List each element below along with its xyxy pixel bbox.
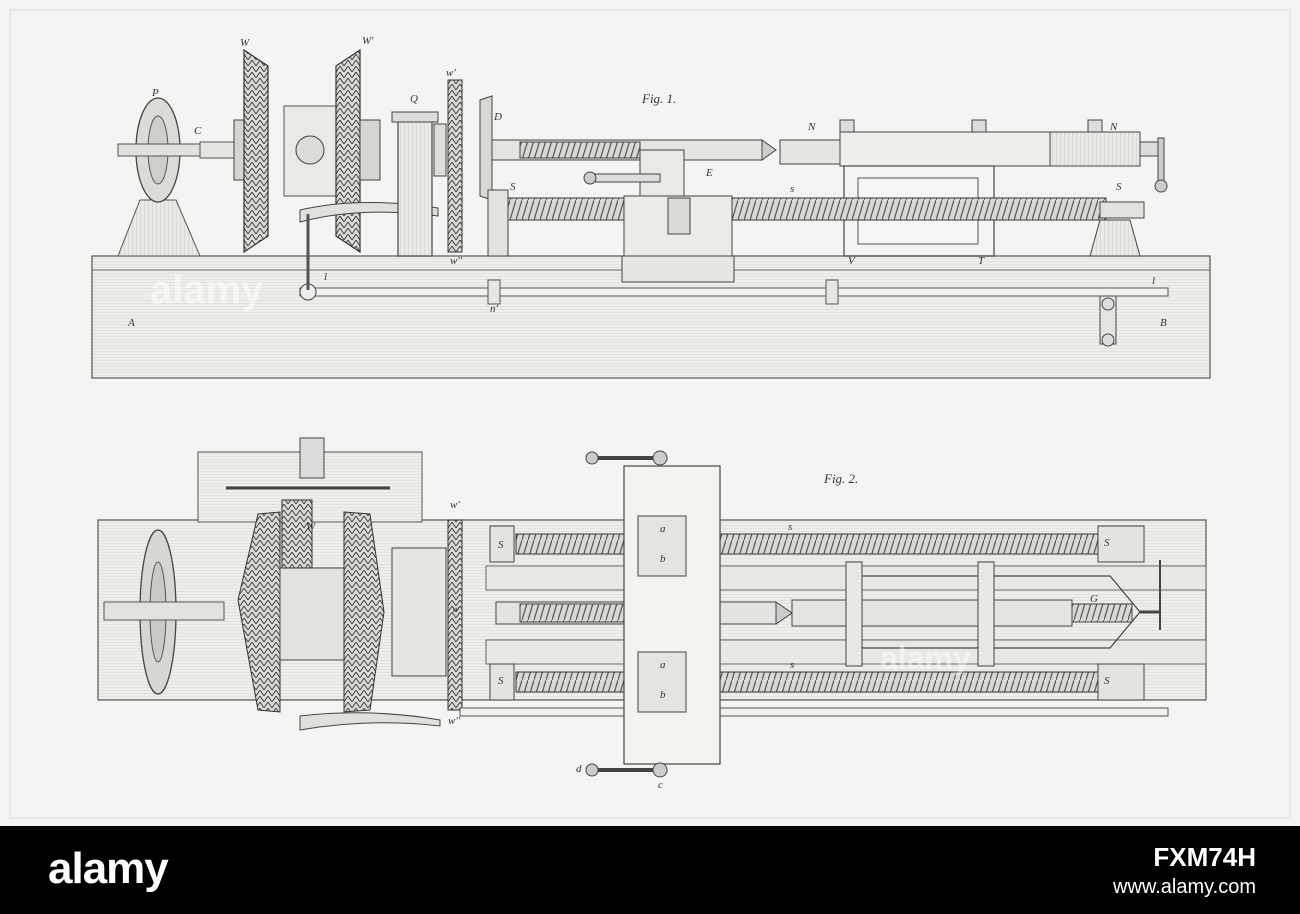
lathe-engraving	[9, 9, 1291, 819]
fig2-label-b1: b	[660, 553, 666, 565]
fig2-title: Fig. 2.	[824, 471, 859, 486]
fig1-elevation	[91, 48, 1211, 379]
fig2-label-g: G	[1090, 593, 1098, 605]
fig1-column-q	[397, 117, 433, 257]
fig1-label-s: s	[790, 183, 795, 195]
fig1-face-plate-d	[479, 95, 493, 201]
fig1-label-p: P	[152, 87, 159, 99]
fig1-label-w1: w'	[446, 67, 456, 79]
fig1-title: Fig. 1.	[642, 91, 677, 106]
image-id: FXM74H	[1153, 842, 1256, 872]
site-url[interactable]: www.alamy.com	[1113, 876, 1256, 898]
fig1-label-q: Q	[410, 93, 418, 105]
fig1-label-s2: S	[1116, 181, 1122, 193]
fig2-label-w: w	[452, 603, 460, 615]
fig2-carriage	[623, 465, 721, 765]
fig2-label-s-lower: s	[790, 659, 795, 671]
fig1-label-a: A	[128, 317, 135, 329]
fig1-label-b: B	[1160, 317, 1167, 329]
fig2-label-a2: a	[660, 659, 666, 671]
fig1-label-w: W	[240, 37, 250, 49]
fig2-label-s2: S	[498, 675, 504, 687]
fig2-label-d: d	[576, 763, 582, 775]
fig2-label-s4: S	[1104, 675, 1110, 687]
fig1-label-w-prime: W'	[362, 35, 374, 47]
fig1-label-e: E	[706, 167, 713, 179]
fig2-label-b2: b	[660, 689, 666, 701]
fig2-label-a1: a	[660, 523, 666, 535]
fig1-label-d: D	[494, 111, 502, 123]
stock-footer-bar: alamy FXM74H www.alamy.com	[0, 826, 1300, 914]
fig2-label-w2: w''	[448, 715, 461, 727]
fig2-plan	[97, 437, 1207, 778]
fig1-label-w2: w''	[450, 255, 463, 267]
fig1-label-v: V	[848, 255, 855, 267]
fig2-label-c: c	[658, 779, 663, 791]
fig2-label-s-upper: s	[788, 521, 793, 533]
fig1-label-n: n'	[490, 303, 498, 315]
fig2-label-s3: S	[1104, 537, 1110, 549]
fig1-feed-rod	[299, 287, 1169, 297]
engraving-plate: Fig. 1. W W' P C Q w' w'' D N N E S s S …	[0, 0, 1300, 826]
fig1-label-n1: N	[808, 121, 816, 133]
fig1-bevel-wheel-w	[243, 48, 269, 254]
fig1-bevel-wheel-w-prime	[335, 48, 361, 254]
fig2-label-w1: w'	[450, 499, 460, 511]
fig1-change-gear	[447, 79, 463, 253]
plate-border	[9, 9, 1291, 819]
fig1-pulley-stand	[117, 199, 201, 257]
fig1-label-l1: l	[324, 271, 328, 283]
fig2-lead-screw-upper	[515, 533, 1107, 555]
fig1-label-n2: N	[1110, 121, 1118, 133]
fig1-label-t: T	[978, 255, 985, 267]
fig1-label-s1: S	[510, 181, 516, 193]
fig1-lead-screw	[505, 197, 1107, 221]
fig1-label-c: C	[194, 125, 202, 137]
brand-logo[interactable]: alamy	[48, 844, 169, 893]
fig2-label-s1: S	[498, 539, 504, 551]
fig2-lead-screw-lower	[515, 671, 1107, 693]
fig2-label-w: W	[306, 521, 316, 533]
fig1-label-l2: l	[1152, 275, 1156, 287]
